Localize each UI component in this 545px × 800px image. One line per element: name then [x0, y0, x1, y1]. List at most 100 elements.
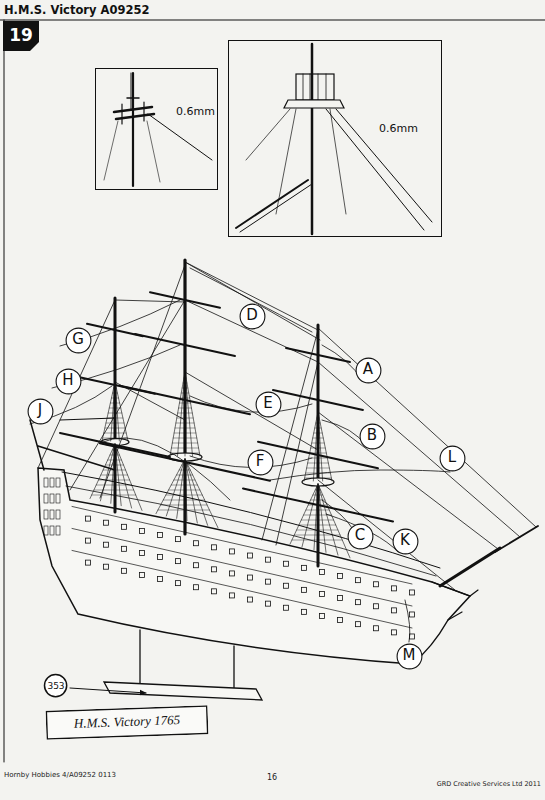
callout-circle	[66, 328, 91, 353]
yard	[150, 292, 220, 307]
gun-port	[374, 604, 379, 609]
ship-hull	[38, 468, 470, 664]
callout-circle	[397, 644, 422, 669]
gun-port	[122, 546, 127, 551]
gun-port	[248, 553, 253, 558]
callout-circle	[45, 675, 67, 697]
step-tab	[3, 21, 39, 51]
ratline	[103, 470, 125, 471]
shroud	[185, 459, 208, 525]
gun-port	[338, 596, 343, 601]
shroud	[170, 372, 185, 456]
rigging-callout: J	[27, 398, 54, 425]
shroud	[102, 382, 115, 441]
ratline	[311, 500, 325, 501]
gun-port	[104, 542, 109, 547]
ratline	[101, 475, 128, 476]
ratline	[184, 378, 186, 379]
gun-port	[212, 589, 217, 594]
callout-letter: H	[62, 372, 73, 389]
ratline	[311, 448, 326, 449]
ratline	[180, 398, 189, 399]
gun-port	[266, 601, 271, 606]
ratline	[175, 428, 195, 429]
ratline	[171, 453, 200, 454]
gun-port	[266, 579, 271, 584]
gun-port	[284, 561, 289, 566]
ratline	[305, 478, 332, 479]
rigging-callout: L	[439, 445, 466, 472]
ratline	[173, 438, 197, 439]
gun-port	[212, 545, 217, 550]
callout-letter: B	[367, 427, 377, 444]
gun-port	[356, 578, 361, 583]
gun-port	[194, 541, 199, 546]
ratline	[297, 530, 338, 531]
ratline	[108, 460, 122, 461]
callout-circle	[356, 358, 381, 383]
rigging-callout: F	[247, 449, 274, 476]
ratline	[169, 490, 200, 491]
rigging-callout: K	[392, 528, 419, 555]
ratline	[304, 515, 332, 516]
ratline	[158, 510, 210, 511]
shroud	[90, 444, 115, 499]
gun-port	[392, 586, 397, 591]
gun-port	[158, 577, 163, 582]
name-plate: H.M.S. Victory 1765	[46, 705, 209, 740]
callout-circle	[56, 369, 81, 394]
stern-window	[56, 478, 60, 487]
shroud	[115, 444, 142, 510]
node-text: 19	[9, 26, 33, 46]
shroud	[304, 412, 318, 481]
gun-port	[338, 618, 343, 623]
stern-window	[50, 510, 54, 519]
gun-port	[248, 597, 253, 602]
yard	[286, 348, 350, 362]
part-number-callout: 353	[43, 673, 68, 698]
gun-port	[230, 593, 235, 598]
stern-window	[56, 494, 60, 503]
ratline	[313, 438, 324, 439]
page-number: 16	[267, 773, 277, 782]
shroud	[115, 382, 128, 441]
ratline	[110, 403, 119, 404]
callout-letter: J	[38, 402, 42, 419]
ratline	[313, 495, 323, 496]
ratline	[172, 443, 197, 444]
callout-letter: F	[256, 453, 265, 470]
ratline	[114, 388, 117, 389]
gun-port	[356, 600, 361, 605]
stern-window	[50, 494, 54, 503]
shroud	[111, 382, 115, 441]
callout-circle	[256, 392, 281, 417]
ratline	[96, 485, 131, 486]
gun-port	[176, 537, 181, 542]
footer-code: Hornby Hobbies 4/A09252 0113	[4, 771, 116, 779]
shroud	[185, 372, 186, 456]
gun-port	[140, 528, 145, 533]
ratline	[306, 510, 329, 511]
stern-window	[56, 526, 60, 535]
display-stand	[104, 630, 262, 700]
stern-window	[50, 526, 54, 535]
node-text: 0.6mm	[176, 106, 215, 119]
ratline	[306, 473, 331, 474]
gun-port	[320, 591, 325, 596]
shroud	[156, 459, 185, 514]
gun-port	[320, 569, 325, 574]
gun-port	[302, 609, 307, 614]
stern-window	[44, 478, 48, 487]
ratline	[314, 433, 323, 434]
gun-port	[86, 560, 91, 565]
ratline	[182, 388, 188, 389]
shroud	[111, 444, 115, 503]
gun-port	[86, 516, 91, 521]
ratline	[161, 505, 208, 506]
ratline	[316, 423, 320, 424]
gun-port	[374, 626, 379, 631]
gun-port	[140, 550, 145, 555]
yard	[243, 489, 393, 522]
ratline	[104, 433, 126, 434]
gun-port	[410, 634, 415, 639]
